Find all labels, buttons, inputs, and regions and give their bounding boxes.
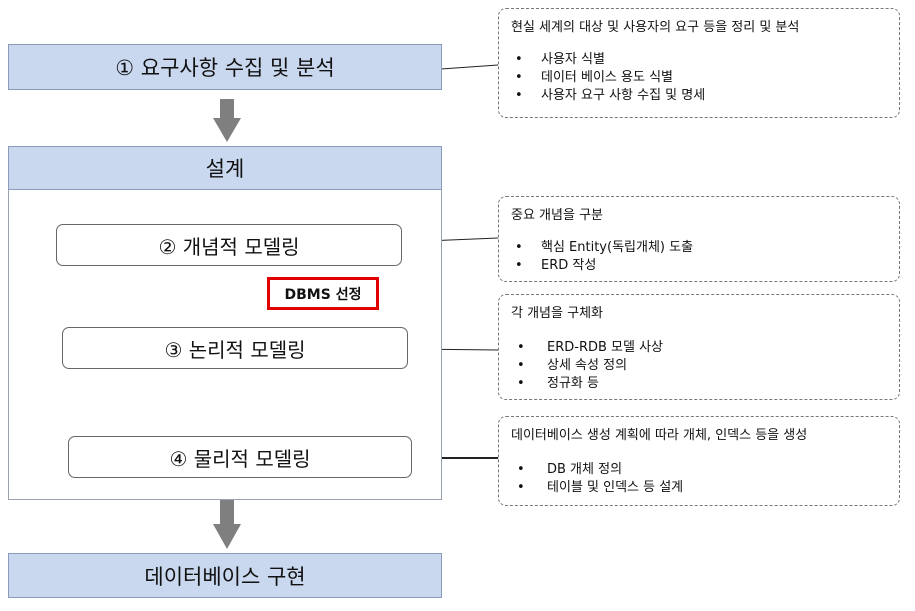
arrow-down-4 — [213, 500, 241, 549]
physical-modeling-box: ④ 물리적 모델링 — [68, 436, 412, 478]
note-title: 중요 개념을 구분 — [511, 208, 603, 223]
connector-requirements — [440, 64, 499, 70]
design-label: 설계 — [205, 157, 245, 181]
note-title: 현실 세계의 대상 및 사용자의 요구 등을 정리 및 분석 — [511, 20, 800, 35]
list-item: 사용자 요구 사항 수집 및 명세 — [511, 87, 887, 105]
implementation-box: 데이터베이스 구현 — [8, 553, 442, 598]
requirements-label: ① 요구사항 수집 및 분석 — [115, 56, 335, 80]
conceptual-modeling-box: ② 개념적 모델링 — [56, 224, 402, 266]
note-title: 각 개념을 구체화 — [511, 306, 603, 321]
list-item: 정규화 등 — [511, 375, 887, 393]
note-requirements: 현실 세계의 대상 및 사용자의 요구 등을 정리 및 분석 사용자 식별 데이… — [498, 8, 900, 118]
note-logical: 각 개념을 구체화 ERD-RDB 모델 사상 상세 속성 정의 정규화 등 — [498, 294, 900, 400]
arrow-down-1 — [213, 99, 241, 142]
note-title: 데이터베이스 생성 계획에 따라 개체, 인덱스 등을 생성 — [511, 428, 808, 443]
list-item: 사용자 식별 — [511, 51, 887, 69]
dbms-selection-badge: DBMS 선정 — [267, 277, 379, 310]
logical-modeling-box: ③ 논리적 모델링 — [62, 327, 408, 369]
physical-label: ④ 물리적 모델링 — [169, 446, 311, 471]
logical-label: ③ 논리적 모델링 — [164, 337, 306, 362]
list-item: 핵심 Entity(독립개체) 도출 — [511, 239, 887, 257]
requirements-box: ① 요구사항 수집 및 분석 — [8, 44, 442, 90]
list-item: 테이블 및 인덱스 등 설계 — [511, 479, 887, 497]
conceptual-label: ② 개념적 모델링 — [158, 234, 300, 259]
list-item: DB 개체 정의 — [511, 461, 887, 479]
dbms-label: DBMS 선정 — [284, 286, 362, 303]
list-item: ERD 작성 — [511, 257, 887, 275]
list-item: 상세 속성 정의 — [511, 357, 887, 375]
list-item: 데이터 베이스 용도 식별 — [511, 69, 887, 87]
implementation-label: 데이터베이스 구현 — [144, 564, 306, 589]
note-conceptual: 중요 개념을 구분 핵심 Entity(독립개체) 도출 ERD 작성 — [498, 196, 900, 282]
note-physical: 데이터베이스 생성 계획에 따라 개체, 인덱스 등을 생성 DB 개체 정의 … — [498, 416, 900, 506]
list-item: ERD-RDB 모델 사상 — [511, 339, 887, 357]
design-header: 설계 — [8, 146, 442, 190]
